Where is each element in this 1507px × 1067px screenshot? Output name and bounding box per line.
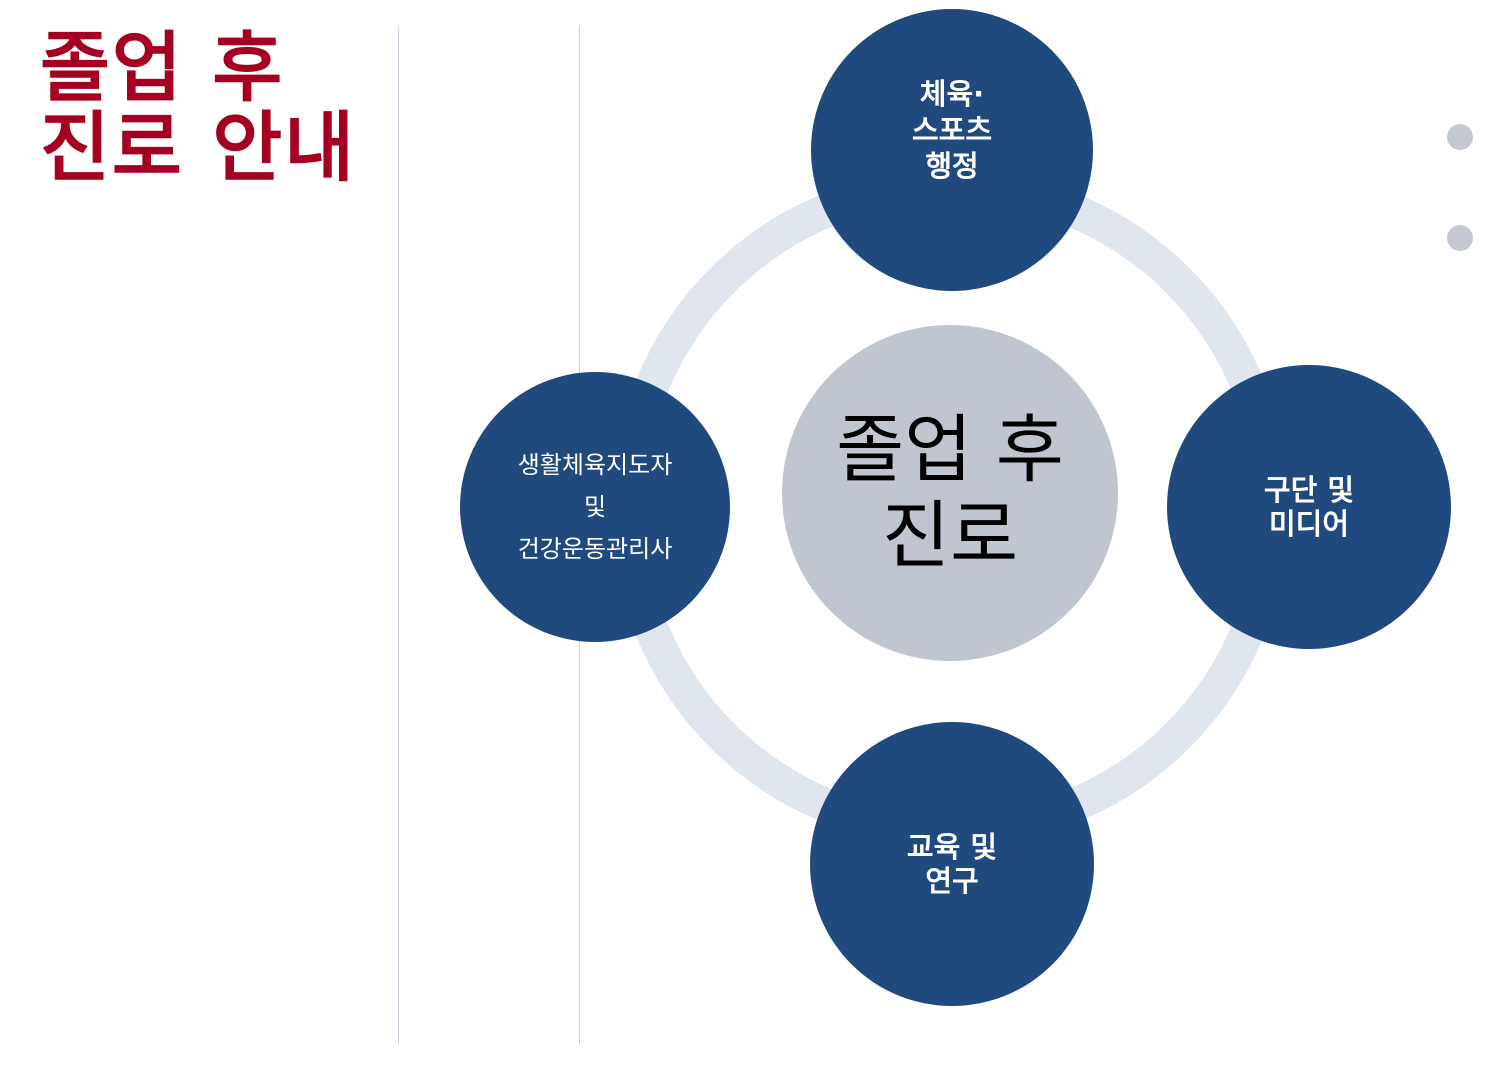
node-bottom-line-1: 교육 및 xyxy=(906,830,998,864)
node-circle-bottom xyxy=(810,722,1094,1006)
node-left-line-3: 건강운동관리사 xyxy=(517,535,673,563)
node-right-line-2: 미디어 xyxy=(1268,507,1350,541)
node-circle-right xyxy=(1167,365,1451,649)
node-label-left: 생활체육지도자 및 건강운동관리사 xyxy=(475,397,715,617)
center-label-line-1: 졸업 후 xyxy=(836,407,1064,493)
divider-line-left xyxy=(398,26,399,1044)
node-left-line-1: 생활체육지도자 xyxy=(517,451,673,479)
node-label-right: 구단 및 미디어 xyxy=(1199,397,1419,617)
node-right-line-1: 구단 및 xyxy=(1263,473,1355,507)
node-top-line-2: 스포츠 xyxy=(911,113,993,147)
node-bottom-line-2: 연구 xyxy=(925,864,979,898)
page-title-line-2: 진로 안내 xyxy=(40,103,357,192)
center-label: 졸업 후 진로 xyxy=(782,325,1118,661)
node-circle-top xyxy=(811,9,1093,291)
center-circle xyxy=(782,325,1118,661)
center-label-line-2: 진로 xyxy=(881,493,1019,579)
node-label-top: 체육· 스포츠 행정 xyxy=(842,40,1062,260)
node-circle-left xyxy=(460,372,730,642)
node-label-bottom: 교육 및 연구 xyxy=(842,754,1062,974)
bullet-dot-1 xyxy=(1447,124,1473,150)
bullet-dot-2 xyxy=(1447,225,1473,251)
page-title-line-1: 졸업 후 xyxy=(40,23,285,112)
node-top-line-3: 행정 xyxy=(925,149,979,183)
page-title: 졸업 후 진로 안내 xyxy=(40,28,356,188)
node-top-line-1: 체육· xyxy=(919,77,985,111)
node-left-line-2: 및 xyxy=(583,493,607,521)
